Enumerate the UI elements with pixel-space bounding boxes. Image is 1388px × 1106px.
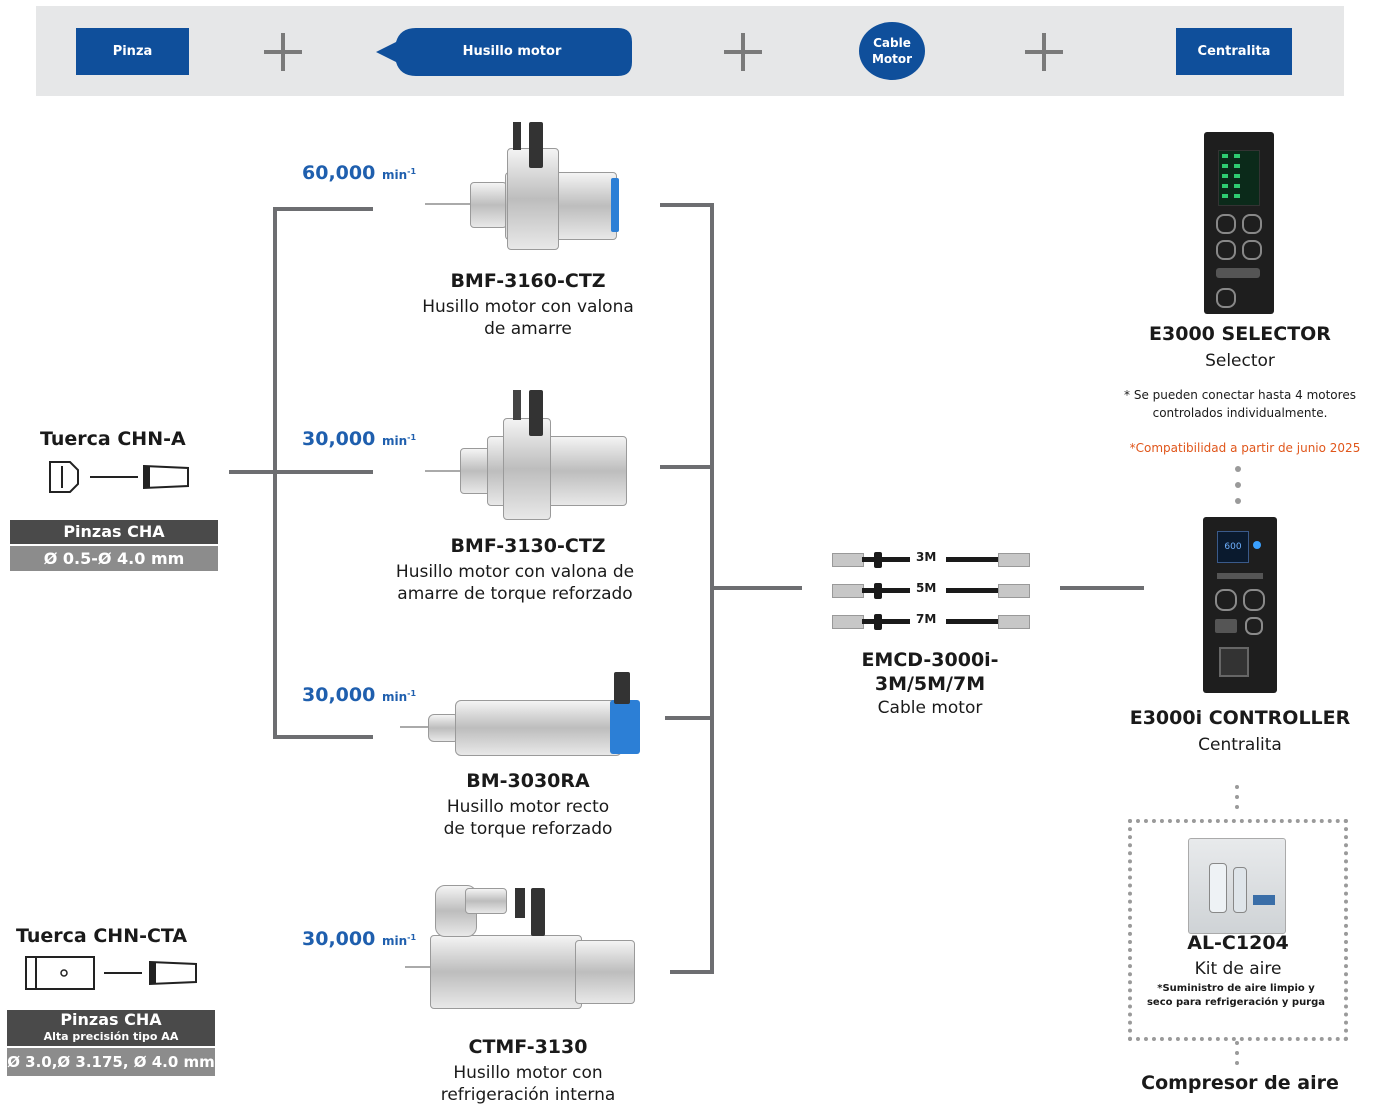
selector-device: [1204, 132, 1274, 314]
speed-label: 30,000 min-1: [302, 928, 417, 950]
cable-label-2: Motor: [871, 52, 913, 66]
controller-model: E3000i CONTROLLER: [1129, 707, 1351, 729]
dot: [1235, 785, 1239, 789]
collet-label: Pinzas CHA: [10, 520, 218, 544]
spindle-model: BMF-3160-CTZ: [450, 270, 606, 292]
collet-nut-title: Tuerca CHN-A: [40, 428, 186, 450]
air-kit-model: AL-C1204: [1187, 932, 1289, 954]
connector-line: [660, 465, 714, 469]
plus-icon: [264, 33, 302, 71]
air-kit-box: [1128, 819, 1348, 1041]
spindle-model: BMF-3130-CTZ: [450, 535, 606, 557]
dot: [1235, 498, 1241, 504]
pinza-button[interactable]: Pinza: [76, 28, 189, 75]
husillo-button[interactable]: Husillo motor: [396, 28, 628, 75]
plus-icon: [1025, 33, 1063, 71]
cable-label-1: Cable: [873, 36, 911, 50]
spindle-image: [425, 388, 630, 523]
controller-display: 600: [1217, 531, 1249, 563]
compressor-label: Compresor de aire: [1141, 1072, 1339, 1094]
collet-label-box: Pinzas CHA Alta precisión tipo AA: [7, 1010, 215, 1046]
dot: [1235, 805, 1239, 809]
controller-device: 600: [1203, 517, 1277, 693]
collet-nut-title: Tuerca CHN-CTA: [16, 925, 188, 947]
connector-line: [710, 586, 802, 590]
collet-range: Ø 0.5-Ø 4.0 mm: [10, 546, 218, 571]
collet-nut-icon: [49, 461, 189, 493]
centralita-label: Centralita: [1197, 44, 1271, 59]
dot: [1235, 1041, 1239, 1045]
dot: [1235, 1051, 1239, 1055]
collet-label: Pinzas CHA: [60, 1010, 162, 1029]
spindle-image: [425, 120, 635, 260]
connector-line: [273, 470, 373, 474]
connector-line: [273, 207, 373, 211]
husillo-label: Husillo motor: [462, 44, 562, 59]
connector-line: [1060, 586, 1144, 590]
dot: [1235, 795, 1239, 799]
motor-cables-image: 3M 5M 7M: [832, 547, 1032, 637]
compatibility-note: *Compatibilidad a partir de junio 2025: [1129, 441, 1361, 455]
cable-model: EMCD-3000i-3M/5M/7M: [861, 649, 999, 695]
air-kit-image: [1188, 838, 1286, 934]
air-kit-description: Kit de aire: [1194, 959, 1282, 979]
cable-length: 5M: [916, 581, 937, 595]
selector-description: Selector: [1205, 351, 1275, 371]
spindle-model: CTMF-3130: [468, 1036, 588, 1058]
cable-length: 3M: [916, 550, 937, 564]
dot: [1235, 1061, 1239, 1065]
cable-description: Cable motor: [877, 698, 983, 718]
speed-label: 30,000 min-1: [302, 684, 417, 706]
husillo-button-shape[interactable]: [366, 26, 634, 78]
connector-line: [660, 203, 714, 207]
cable-row: 5M: [832, 580, 1032, 602]
connector-line: [670, 970, 714, 974]
dot: [1235, 466, 1241, 472]
pinza-label: Pinza: [112, 44, 153, 59]
connector-line: [273, 735, 373, 739]
header-bar: [36, 6, 1344, 96]
spindle-image: [400, 670, 645, 760]
selector-model: E3000 SELECTOR: [1149, 323, 1331, 345]
plus-icon: [724, 33, 762, 71]
controller-description: Centralita: [1198, 735, 1282, 755]
cable-motor-button[interactable]: Cable Motor: [859, 22, 925, 80]
spindle-model: BM-3030RA: [466, 770, 590, 792]
cable-length: 7M: [916, 612, 937, 626]
collet-nut-icon: [25, 956, 197, 990]
collet-sub: Alta precisión tipo AA: [43, 1030, 179, 1043]
spindle-image: [405, 880, 635, 1030]
centralita-button[interactable]: Centralita: [1176, 28, 1292, 75]
speed-label: 60,000 min-1: [302, 162, 417, 184]
cable-row: 7M: [832, 611, 1032, 633]
collet-range: Ø 3.0,Ø 3.175, Ø 4.0 mm: [7, 1048, 215, 1076]
cable-row: 3M: [832, 549, 1032, 571]
dot: [1235, 482, 1241, 488]
speed-label: 30,000 min-1: [302, 428, 417, 450]
connector-line: [665, 716, 714, 720]
connector-line: [229, 470, 275, 474]
